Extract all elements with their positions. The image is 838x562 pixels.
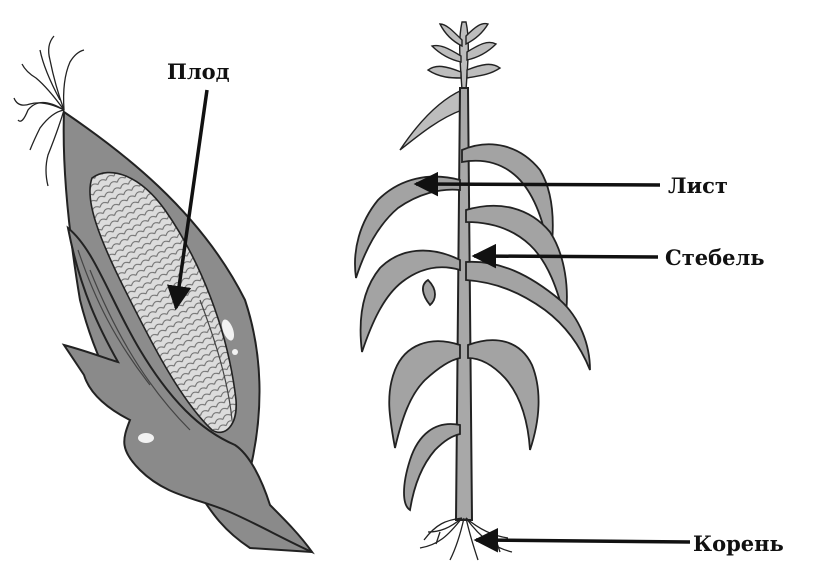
arrow-stem (474, 256, 658, 257)
arrow-leaf (416, 184, 660, 185)
arrow-root (476, 540, 690, 542)
corn-tassel (400, 22, 500, 150)
label-root: Корень (693, 533, 784, 554)
corn-leaves (355, 144, 590, 510)
label-fruit: Плод (167, 61, 230, 82)
corn-ear (14, 36, 312, 552)
label-stem: Стебель (665, 247, 765, 268)
label-leaf: Лист (668, 175, 728, 196)
corn-plant (355, 22, 590, 560)
